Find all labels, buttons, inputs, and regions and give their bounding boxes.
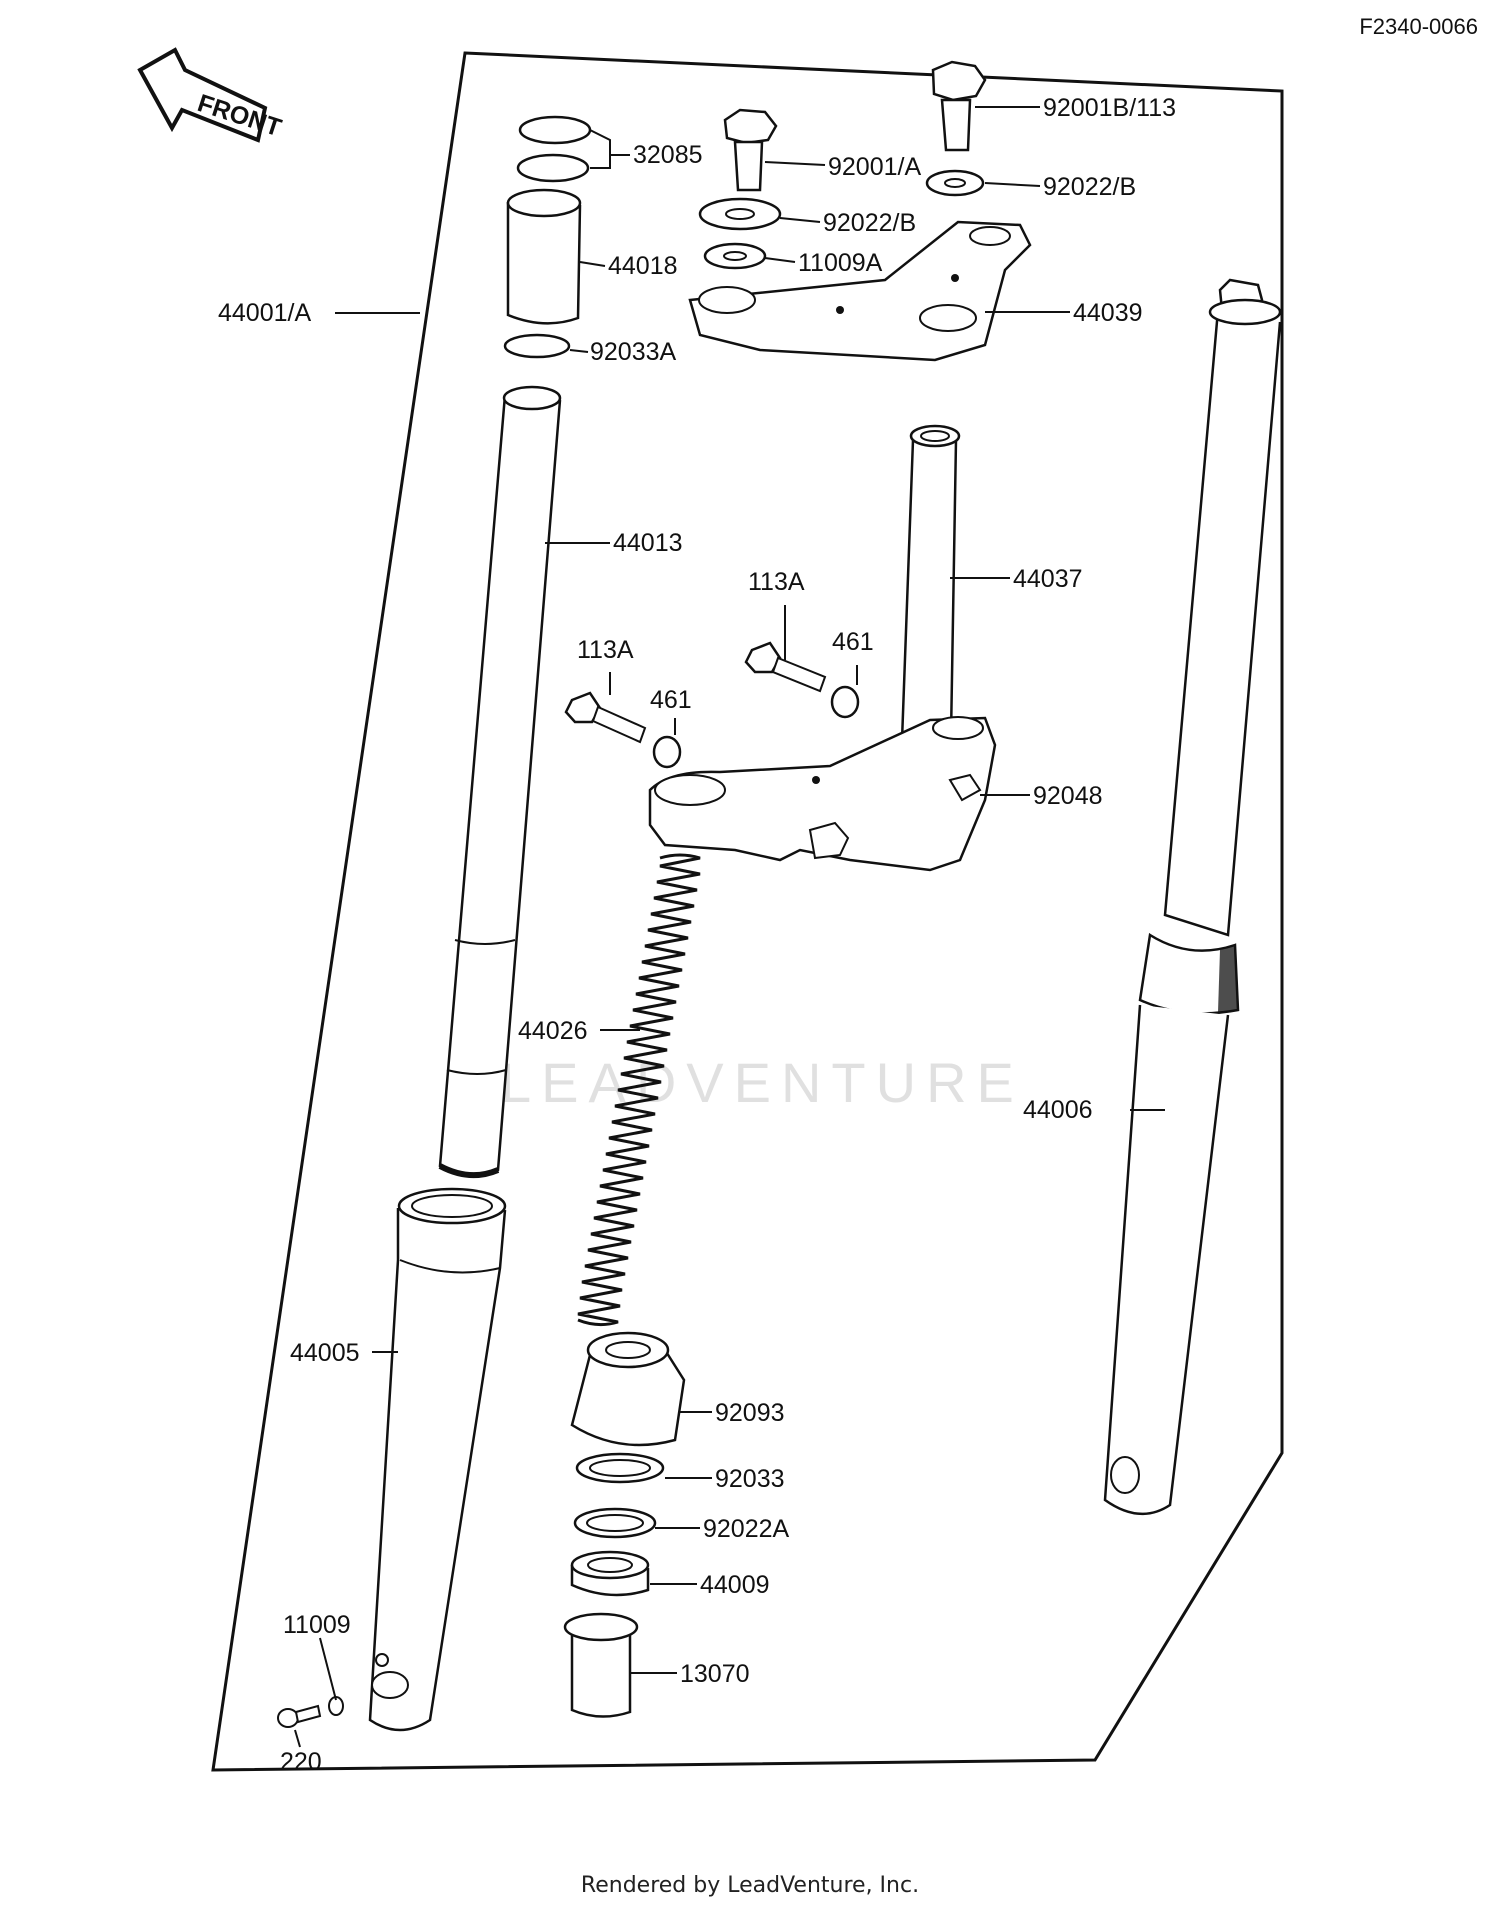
ring-92033a-icon: [503, 333, 571, 359]
screw-220-icon: [277, 1704, 322, 1728]
nut-44009-icon: [570, 1550, 650, 1597]
callout-92033: 92033: [715, 1465, 785, 1493]
bracket-92048-icon: [648, 716, 997, 872]
callout-44039: 44039: [1073, 299, 1143, 327]
spring-44026-icon: [577, 853, 701, 1327]
callout-461-right: 461: [832, 628, 874, 656]
steering-stem-44037-icon: [898, 424, 961, 803]
inner-tube-44013-icon: [438, 385, 562, 1179]
diagram-frame: [211, 51, 1284, 1772]
sleeve-44018-icon: [506, 188, 582, 325]
diagram-code: F2340-0066: [1359, 14, 1478, 39]
callout-44006: 44006: [1023, 1096, 1093, 1124]
callout-44026: 44026: [518, 1017, 588, 1045]
cap-92093-icon: [570, 1331, 686, 1447]
callout-461-left: 461: [650, 686, 692, 714]
callout-92033a: 92033A: [590, 338, 677, 366]
bolt-113a-right-icon: [744, 641, 827, 693]
callout-92001b-113: 92001B/113: [1043, 94, 1176, 122]
callout-44009: 44009: [700, 1571, 770, 1599]
callout-113a-left: 113A: [577, 636, 634, 664]
callout-92001a: 92001/A: [828, 153, 921, 181]
watermark-text: LEADVENTURE: [500, 1051, 1024, 1114]
ring-32085-lower-icon: [516, 153, 590, 183]
washer-461-right-icon: [830, 685, 860, 719]
outer-tube-44005-icon: [368, 1187, 507, 1732]
front-arrow-icon: FRONT: [137, 47, 285, 143]
callout-92022a: 92022A: [703, 1515, 790, 1543]
callout-92048: 92048: [1033, 782, 1103, 810]
fork-leg-44006-icon: [1103, 278, 1282, 1516]
callout-11009a: 11009A: [798, 249, 883, 277]
callout-44005: 44005: [290, 1339, 360, 1367]
callout-92022b-upper: 92022/B: [1043, 173, 1136, 201]
callout-44037: 44037: [1013, 565, 1083, 593]
callout-44001a: 44001/A: [218, 299, 311, 327]
callout-92093: 92093: [715, 1399, 785, 1427]
callout-44013: 44013: [613, 529, 683, 557]
bracket-44039-icon: [688, 220, 1032, 362]
callout-44018: 44018: [608, 252, 678, 280]
bolt-92001a-icon: [723, 108, 778, 192]
callout-92022b-lower: 92022/B: [823, 209, 916, 237]
callout-13070: 13070: [680, 1660, 750, 1688]
washer-461-left-icon: [652, 735, 682, 769]
sleeve-13070-icon: [563, 1612, 639, 1718]
bolt-92001b-icon: [931, 60, 987, 152]
callout-11009: 11009: [283, 1611, 351, 1639]
ring-32085-upper-icon: [518, 115, 592, 145]
callout-32085: 32085: [633, 141, 703, 169]
leader-lines: [294, 106, 1165, 1748]
callout-113a-right: 113A: [748, 568, 805, 596]
bolt-113a-left-icon: [564, 691, 647, 744]
footer-credit: Rendered by LeadVenture, Inc.: [580, 1873, 920, 1898]
callout-220: 220: [280, 1748, 322, 1776]
